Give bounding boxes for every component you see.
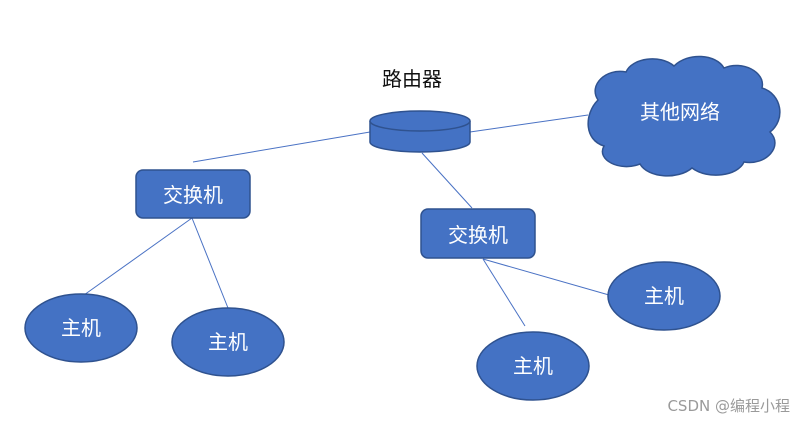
- switch-right-label: 交换机: [448, 223, 508, 247]
- cloud-other-network: 其他网络: [587, 55, 781, 177]
- host-4-label: 主机: [644, 284, 684, 308]
- switch-left-label: 交换机: [163, 183, 223, 207]
- host-1: 主机: [24, 293, 138, 363]
- host-3: 主机: [476, 331, 590, 401]
- link-router-switch-right: [421, 152, 473, 209]
- switch-right: 交换机: [420, 208, 536, 259]
- router-top: [369, 110, 471, 132]
- host-4: 主机: [607, 261, 721, 331]
- router-node: [369, 110, 471, 153]
- host-1-label: 主机: [61, 316, 101, 340]
- switch-left-box: [135, 169, 251, 219]
- host-1-ellipse: [24, 293, 138, 363]
- host-3-label: 主机: [513, 354, 553, 378]
- link-switch-right-host-4: [482, 258, 610, 296]
- host-2-ellipse: [171, 307, 285, 377]
- router-label: 路由器: [382, 67, 442, 91]
- cloud-shape: [587, 55, 781, 177]
- link-switch-left-host-1: [83, 217, 193, 296]
- switch-left: 交换机: [135, 169, 251, 219]
- switch-right-box: [420, 208, 536, 259]
- watermark-text: CSDN @编程小程: [667, 397, 790, 415]
- host-2-label: 主机: [208, 330, 248, 354]
- link-router-switch-left: [192, 131, 371, 163]
- link-switch-left-host-2: [191, 217, 229, 309]
- link-router-other-network: [469, 114, 589, 133]
- host-2: 主机: [171, 307, 285, 377]
- other-network-label: 其他网络: [640, 100, 720, 124]
- host-4-ellipse: [607, 261, 721, 331]
- links: [83, 114, 610, 327]
- host-3-ellipse: [476, 331, 590, 401]
- link-switch-right-host-3: [482, 258, 526, 327]
